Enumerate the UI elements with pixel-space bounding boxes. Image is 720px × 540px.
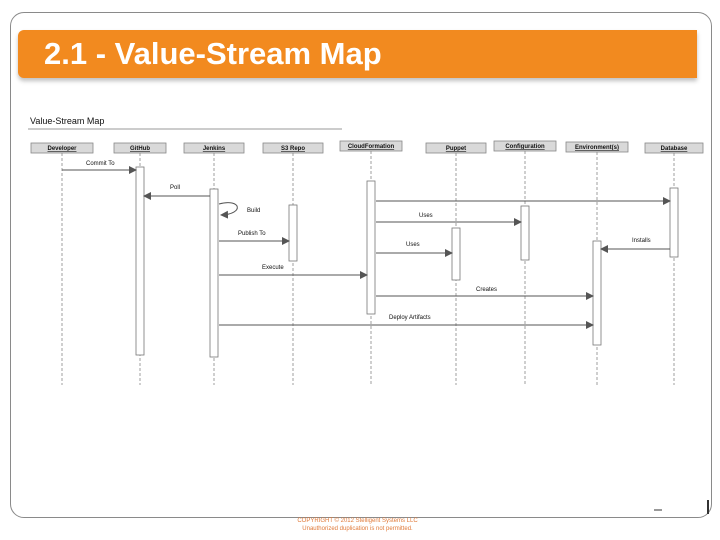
slide-title: 2.1 - Value-Stream Map bbox=[44, 36, 382, 71]
participant-label-developer: Developer bbox=[47, 146, 77, 152]
participant-box-database bbox=[644, 142, 704, 154]
message-label-3: Publish To bbox=[238, 231, 266, 237]
message-label-8: Installs bbox=[632, 238, 651, 244]
activation-bar-cloudformation bbox=[366, 180, 376, 315]
message-label-0: Commit To bbox=[86, 161, 115, 167]
participant-label-s3: S3 Repo bbox=[281, 146, 305, 152]
participant-box-s3 bbox=[262, 142, 324, 154]
participant-label-environment: Environment(s) bbox=[575, 145, 619, 151]
activation-bar-github bbox=[135, 166, 145, 356]
participant-label-github: GitHub bbox=[130, 146, 150, 152]
participant-box-github bbox=[113, 142, 167, 154]
participant-box-jenkins bbox=[183, 142, 245, 154]
participant-label-cloudformation: CloudFormation bbox=[348, 144, 395, 150]
participant-box-developer bbox=[30, 142, 94, 154]
message-label-6: Uses bbox=[419, 213, 433, 219]
message-label-10: Deploy Artifacts bbox=[389, 315, 431, 321]
participant-label-database: Database bbox=[661, 146, 688, 152]
participant-label-puppet: Puppet bbox=[446, 146, 466, 152]
title-bar: 2.1 - Value-Stream Map bbox=[18, 30, 697, 78]
activation-bar-puppet bbox=[451, 227, 461, 281]
activation-bar-configuration bbox=[520, 205, 530, 261]
activation-bar-jenkins bbox=[209, 188, 219, 358]
participant-box-environment bbox=[565, 141, 629, 153]
participant-label-configuration: Configuration bbox=[505, 144, 545, 150]
copyright-text: COPYRIGHT © 2012 Stelligent Systems LLC bbox=[297, 518, 418, 524]
participant-label-jenkins: Jenkins bbox=[203, 146, 226, 152]
message-label-7: Uses bbox=[406, 242, 420, 248]
diagram-title: Value-Stream Map bbox=[30, 116, 104, 126]
participant-box-puppet bbox=[425, 142, 487, 154]
participant-box-configuration bbox=[493, 140, 557, 152]
message-arrow-jenkins-self bbox=[218, 202, 238, 219]
activation-bar-s3 bbox=[288, 204, 298, 262]
message-label-2: Build bbox=[247, 208, 260, 214]
participant-box-cloudformation bbox=[339, 140, 403, 152]
message-label-4: Execute bbox=[262, 265, 284, 271]
message-label-9: Creates bbox=[476, 287, 497, 293]
footer: COPYRIGHT © 2012 Stelligent Systems LLC … bbox=[250, 517, 465, 533]
message-label-1: Poll bbox=[170, 185, 180, 191]
activation-bar-database bbox=[669, 187, 679, 258]
corner-decoration bbox=[654, 500, 709, 514]
duplication-notice: Unauthorized duplication is not permitte… bbox=[302, 526, 413, 532]
activation-bar-environment bbox=[592, 240, 602, 346]
